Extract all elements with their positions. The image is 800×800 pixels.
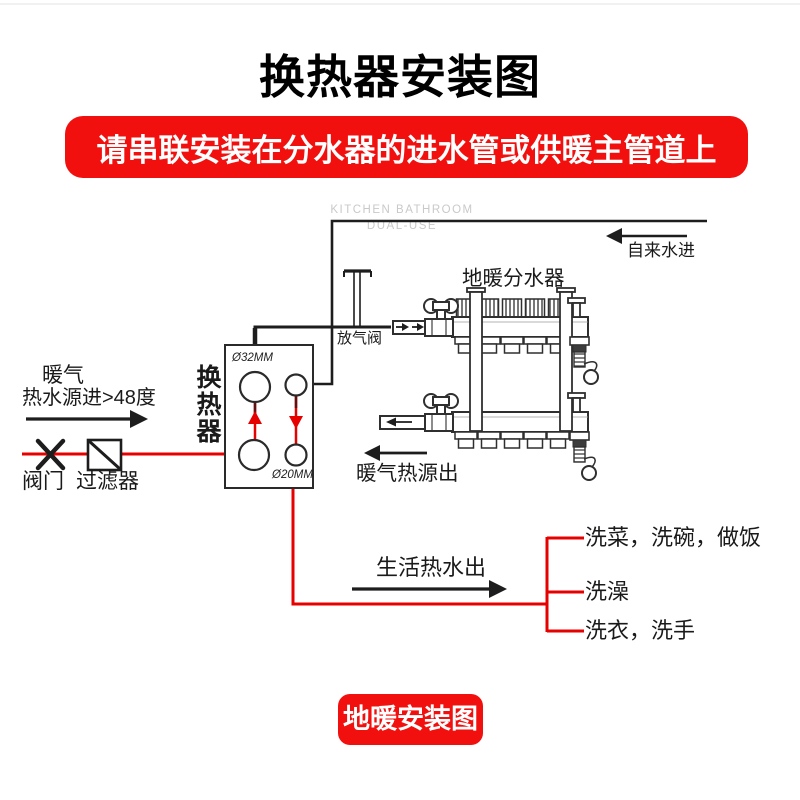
port-20-top <box>284 373 308 397</box>
watermark-line2: DUAL-USE <box>366 220 438 232</box>
upper-ball-valve <box>423 298 459 337</box>
heating-in-arrow <box>26 410 148 428</box>
upper-drain-valve <box>569 336 599 385</box>
manifold-label: 地暖分水器 <box>462 267 565 290</box>
upper-stop-valve <box>567 297 586 318</box>
heating-out-arrow <box>364 445 427 461</box>
valve-symbol <box>35 438 66 471</box>
tap-water-in-label: 自来水进 <box>627 241 695 260</box>
exchanger-to-manifold-line <box>252 325 391 346</box>
branch-kitchen-label: 洗菜，洗碗，做饭 <box>585 525 762 550</box>
manifold-drawing <box>379 287 599 481</box>
watermark-line1: KITCHEN BATHROOM <box>330 204 474 216</box>
floor-heating-diagram-button-label: 地暖安装图 <box>343 704 478 734</box>
filter-label: 过滤器 <box>76 470 139 493</box>
heating-out-label: 暖气热源出 <box>356 462 459 485</box>
heating-in-label-line1: 暖气 <box>42 364 84 387</box>
domestic-hot-water-label: 生活热水出 <box>376 555 487 580</box>
port-20-bottom <box>284 443 308 467</box>
lower-bar-nuts <box>454 431 570 449</box>
notice-banner-text: 请串联安装在分水器的进水管或供暖主管道上 <box>96 132 717 168</box>
domestic-out-arrow <box>352 580 507 598</box>
port-20mm-label: Ø20MM <box>272 469 313 481</box>
heating-in-label-line2: 热水源进>48度 <box>22 387 156 409</box>
page-title: 换热器安装图 <box>259 51 541 103</box>
filter-symbol <box>86 438 123 472</box>
tap-water-main-line <box>307 219 707 386</box>
floor-heating-diagram-button[interactable]: 地暖安装图 <box>338 694 483 745</box>
port-32mm-label: Ø32MM <box>232 352 273 364</box>
down-arrow-icon <box>289 416 303 429</box>
lower-drain-valve <box>569 431 597 481</box>
tap-water-arrow <box>606 228 687 244</box>
branch-laundry-label: 洗衣，洗手 <box>585 618 696 643</box>
up-arrow-icon <box>248 411 262 424</box>
port-32-top <box>238 370 272 404</box>
heat-exchanger-label: 换热器 <box>193 364 221 445</box>
branch-bath-label: 洗澡 <box>585 579 630 604</box>
lower-ball-valve <box>423 393 459 432</box>
top-divider <box>0 3 800 5</box>
domestic-hot-water-red-pipe <box>291 489 584 633</box>
heat-exchanger-box <box>224 344 314 489</box>
air-vent-symbol <box>343 269 372 326</box>
manifold-outlet-pipe <box>379 415 428 430</box>
notice-banner: 请串联安装在分水器的进水管或供暖主管道上 <box>65 116 748 178</box>
port-32-bottom <box>237 438 271 472</box>
valve-label: 阀门 <box>22 470 64 493</box>
lower-stop-valve <box>567 392 586 413</box>
manifold-inlet-pipe <box>392 320 428 335</box>
air-vent-label: 放气阀 <box>337 330 383 347</box>
